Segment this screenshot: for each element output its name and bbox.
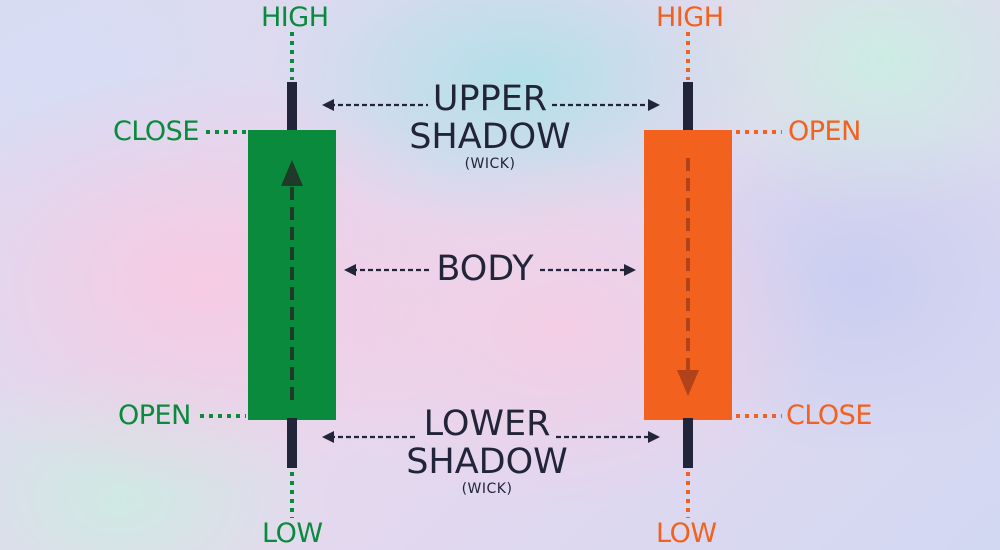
lower-shadow-line1: LOWER	[423, 404, 551, 444]
lower-shadow-note: (WICK)	[461, 481, 513, 497]
upper-shadow-note: (WICK)	[464, 156, 516, 172]
lower-shadow-right-arrowhead-icon	[648, 431, 660, 443]
body-left-arrowhead-icon	[344, 264, 356, 276]
upper-shadow-line1: UPPER	[432, 79, 548, 119]
upper-shadow-line2: SHADOW	[409, 117, 571, 157]
upper-shadow-right-arrowhead-icon	[648, 99, 660, 111]
lower-shadow-label: LOWER SHADOW (WICK)	[387, 405, 587, 497]
lower-shadow-left-arrowhead-icon	[322, 431, 334, 443]
bullish-lower-wick	[287, 418, 297, 468]
bearish-down-arrow-icon	[677, 370, 699, 396]
lower-shadow-line2: SHADOW	[406, 442, 568, 482]
bullish-up-arrow-icon	[281, 160, 303, 186]
bearish-lower-wick	[683, 418, 693, 468]
bullish-low-label: LOW	[262, 518, 323, 549]
bearish-open-label: OPEN	[788, 116, 861, 147]
bullish-open-label: OPEN	[118, 400, 191, 431]
bearish-high-label: HIGH	[656, 2, 724, 33]
bearish-candle	[644, 32, 782, 518]
bullish-high-label: HIGH	[261, 2, 329, 33]
bearish-low-label: LOW	[656, 518, 717, 549]
bullish-close-label: CLOSE	[113, 116, 199, 147]
body-right-arrowhead-icon	[624, 264, 636, 276]
bullish-candle	[200, 32, 336, 518]
upper-shadow-left-arrowhead-icon	[322, 99, 334, 111]
body-label: BODY	[436, 249, 534, 289]
bearish-upper-wick	[683, 82, 693, 132]
bullish-upper-wick	[287, 82, 297, 132]
upper-shadow-label: UPPER SHADOW (WICK)	[390, 80, 590, 172]
bearish-close-label: CLOSE	[786, 400, 872, 431]
